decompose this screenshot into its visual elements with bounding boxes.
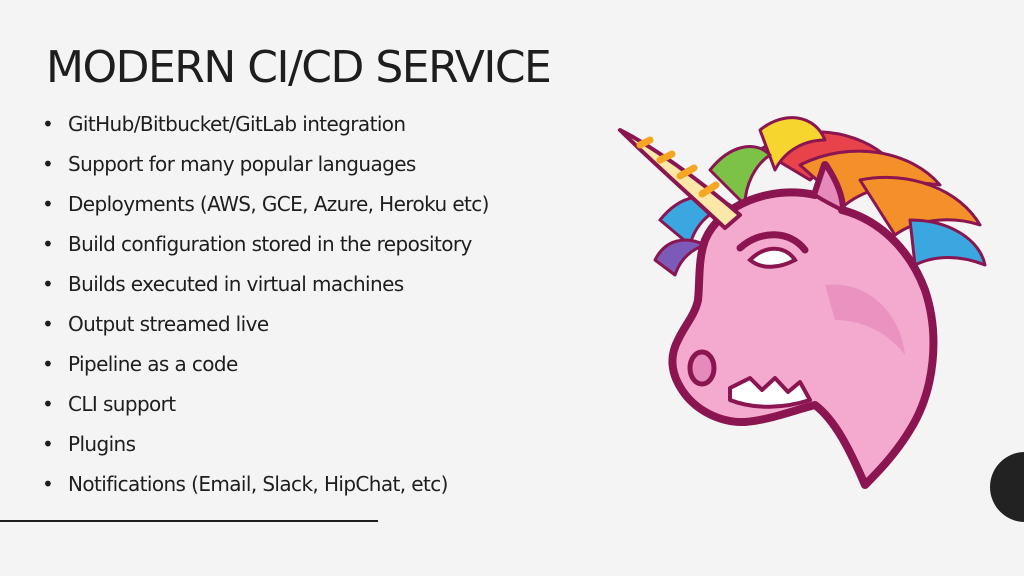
mane-blue bbox=[908, 218, 987, 267]
bullet-text: Deployments (AWS, GCE, Azure, Heroku etc… bbox=[68, 192, 489, 216]
unicorn-teeth bbox=[728, 376, 812, 409]
slide-title: MODERN CI/CD SERVICE bbox=[46, 42, 552, 93]
unicorn-brow bbox=[736, 231, 809, 254]
bullet-item: • Plugins bbox=[38, 430, 489, 470]
bullet-item: • Output streamed live bbox=[38, 310, 489, 350]
bullet-icon: • bbox=[42, 432, 54, 456]
bullet-text: GitHub/Bitbucket/GitLab integration bbox=[68, 112, 406, 136]
bullet-icon: • bbox=[42, 312, 54, 336]
bullet-text: CLI support bbox=[68, 392, 176, 416]
bullet-item: • Build configuration stored in the repos… bbox=[38, 230, 489, 270]
bullet-text: Build configuration stored in the reposi… bbox=[68, 232, 472, 256]
bullet-item: • Builds executed in virtual machines bbox=[38, 270, 489, 310]
unicorn-horn bbox=[618, 128, 742, 230]
mane-green bbox=[708, 145, 772, 207]
bullet-icon: • bbox=[42, 192, 54, 216]
bullet-text: Builds executed in virtual machines bbox=[68, 272, 404, 296]
bullet-item: • Pipeline as a code bbox=[38, 350, 489, 390]
bullet-icon: • bbox=[42, 272, 54, 296]
bullet-icon: • bbox=[42, 232, 54, 256]
bullet-text: Pipeline as a code bbox=[68, 352, 238, 376]
unicorn-cheek bbox=[825, 284, 905, 355]
footer-divider bbox=[0, 520, 378, 522]
unicorn-nostril bbox=[687, 349, 717, 387]
bullet-item: • Support for many popular languages bbox=[38, 150, 489, 190]
bullet-text: Plugins bbox=[68, 432, 136, 456]
bullet-text: Notifications (Email, Slack, HipChat, et… bbox=[68, 472, 448, 496]
bullet-icon: • bbox=[42, 112, 54, 136]
bullet-item: • CLI support bbox=[38, 390, 489, 430]
unicorn-icon bbox=[618, 116, 987, 489]
bullet-item: • Deployments (AWS, GCE, Azure, Heroku et… bbox=[38, 190, 489, 230]
bullet-icon: • bbox=[42, 152, 54, 176]
bullet-list: • GitHub/Bitbucket/GitLab integration • Su… bbox=[38, 110, 489, 510]
bullet-text: Output streamed live bbox=[68, 312, 269, 336]
bullet-item: • GitHub/Bitbucket/GitLab integration bbox=[38, 110, 489, 150]
bullet-item: • Notifications (Email, Slack, HipChat, e… bbox=[38, 470, 489, 510]
unicorn-eye bbox=[747, 246, 798, 269]
bullet-icon: • bbox=[42, 472, 54, 496]
bullet-text: Support for many popular languages bbox=[68, 152, 416, 176]
mane-yellow bbox=[758, 116, 827, 172]
bullet-icon: • bbox=[42, 352, 54, 376]
unicorn-ear bbox=[813, 163, 844, 212]
bullet-icon: • bbox=[42, 392, 54, 416]
